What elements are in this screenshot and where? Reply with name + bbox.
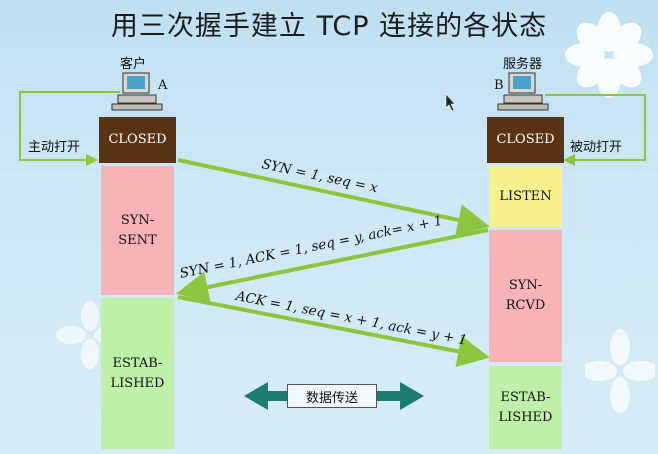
data-transfer-label: 数据传送 xyxy=(287,384,377,408)
client-name: 客户 xyxy=(120,57,147,72)
server-state-syn-rcvd: SYN- RCVD xyxy=(489,230,562,362)
syn-arrow xyxy=(177,158,490,236)
client-computer-icon xyxy=(111,72,163,111)
flower-decoration-bottom-right xyxy=(585,329,655,413)
server-name: 服务器 xyxy=(503,57,543,72)
client-state-established: ESTAB- LISHED xyxy=(101,298,174,449)
client-letter: A xyxy=(158,78,168,93)
server-computer-icon xyxy=(497,72,549,111)
passive-open-connector xyxy=(545,94,646,166)
active-open-connector xyxy=(19,91,120,166)
server-state-listen: LISTEN xyxy=(489,166,562,227)
page-title: 用三次握手建立 TCP 连接的各状态 xyxy=(110,11,548,42)
flower-decoration-top-right xyxy=(565,12,653,98)
active-open-label: 主动打开 xyxy=(28,140,81,155)
mouse-cursor-icon xyxy=(445,93,456,112)
client-state-closed: CLOSED xyxy=(99,117,176,163)
server-state-established: ESTAB- LISHED xyxy=(489,366,562,449)
passive-open-label: 被动打开 xyxy=(570,140,623,155)
client-state-syn-sent: SYN- SENT xyxy=(101,166,174,295)
server-letter: B xyxy=(494,78,504,93)
ack-arrow xyxy=(177,295,490,368)
server-state-closed: CLOSED xyxy=(487,117,564,163)
syn-ack-arrow xyxy=(176,228,489,303)
